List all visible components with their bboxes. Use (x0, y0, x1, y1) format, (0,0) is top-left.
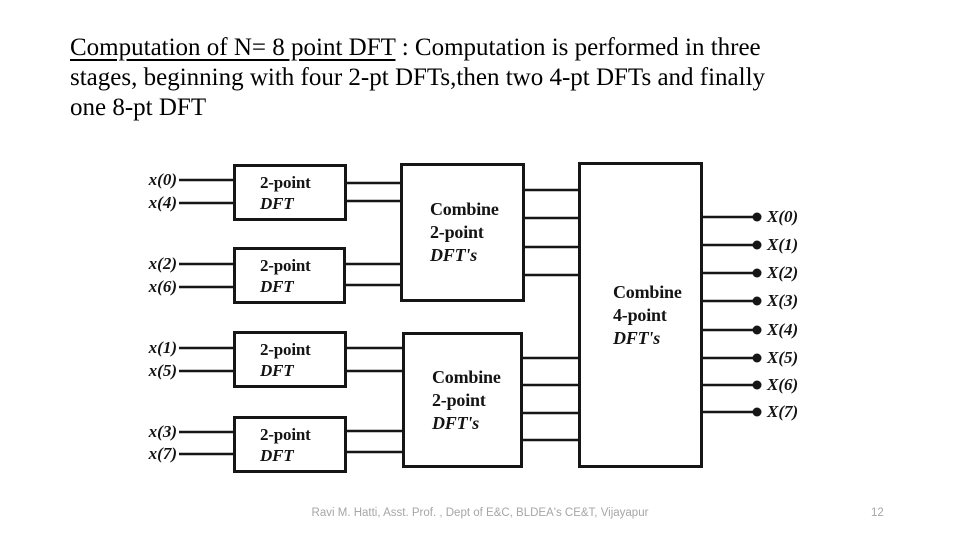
combine-4pt-box-line3: DFT's (613, 327, 661, 348)
output-label-X0: X(0) (767, 207, 799, 226)
combine-4pt-box-line2: 4-point (613, 304, 667, 325)
output-node-dot (752, 407, 762, 417)
combine-2pt-box-1: Combine 2-point DFT's (400, 163, 525, 302)
dft-box-2-line2: DFT (260, 276, 294, 296)
title-line-1: Computation of N= 8 point DFT : Computat… (70, 33, 765, 63)
output-label-X2: X(2) (767, 263, 799, 282)
combine-2pt-box-2: Combine 2-point DFT's (402, 332, 523, 468)
stage1-to-stage2-wires (345, 181, 404, 454)
input-label-x5: x(5) (148, 361, 177, 380)
dft-box-1: 2-point DFT (233, 164, 347, 221)
output-node-dot (752, 325, 762, 335)
input-label-x4: x(4) (148, 193, 177, 212)
dft-box-3-line1: 2-point (260, 339, 311, 359)
output-node-dot (752, 240, 762, 250)
dft-box-3: 2-point DFT (233, 331, 347, 388)
title-line-1-rest: : Computation is performed in three (395, 34, 761, 61)
title-line-3: one 8-pt DFT (70, 94, 207, 121)
combine-2pt-box-1-line3: DFT's (430, 245, 478, 265)
stage2-to-stage3-wires (521, 188, 580, 442)
dft-box-4: 2-point DFT (233, 416, 347, 473)
title-line-2: stages, beginning with four 2-pt DFTs,th… (70, 64, 766, 91)
input-label-x2: x(2) (148, 254, 177, 273)
input-label-x0: x(0) (148, 170, 177, 189)
output-label-X1: X(1) (767, 235, 799, 254)
output-node-dot (752, 212, 762, 222)
input-wires (179, 178, 235, 456)
page-number: 12 (871, 507, 884, 519)
input-label-x1: x(1) (148, 338, 177, 357)
output-node-dot (752, 268, 762, 278)
input-label-x7: x(7) (148, 444, 177, 463)
dft-box-3-line2: DFT (260, 360, 294, 380)
output-label-X7: X(7) (767, 402, 799, 421)
combine-2pt-box-1-line2: 2-point (430, 222, 484, 242)
slide-title: Computation of N= 8 point DFT : Computat… (70, 33, 765, 123)
output-label-X5: X(5) (767, 348, 799, 367)
combine-2pt-box-2-line3: DFT's (432, 412, 480, 433)
dft-box-1-line1: 2-point (260, 172, 311, 192)
output-label-X6: X(6) (767, 375, 799, 394)
dft-box-2-line1: 2-point (260, 255, 311, 275)
dft-box-2: 2-point DFT (233, 247, 346, 304)
output-wires (701, 212, 762, 417)
output-label-X3: X(3) (767, 291, 799, 310)
input-label-x3: x(3) (148, 422, 177, 441)
output-node-dot (752, 380, 762, 390)
combine-4pt-box-line1: Combine (613, 281, 682, 302)
dft-box-4-line2: DFT (260, 445, 294, 465)
dft-box-1-line2: DFT (260, 193, 294, 213)
combine-2pt-box-1-line1: Combine (430, 199, 499, 219)
footer-credit: Ravi M. Hatti, Asst. Prof. , Dept of E&C… (311, 507, 649, 519)
output-label-X4: X(4) (767, 320, 799, 339)
input-label-x6: x(6) (148, 277, 177, 296)
combine-4pt-box: Combine 4-point DFT's (578, 162, 703, 468)
dft-box-4-line1: 2-point (260, 424, 311, 444)
combine-2pt-box-2-line2: 2-point (432, 389, 486, 410)
combine-2pt-box-2-line1: Combine (432, 366, 501, 387)
title-underlined-text: Computation of N= 8 point DFT (70, 34, 396, 61)
output-node-dot (752, 353, 762, 363)
output-node-dot (752, 296, 762, 306)
